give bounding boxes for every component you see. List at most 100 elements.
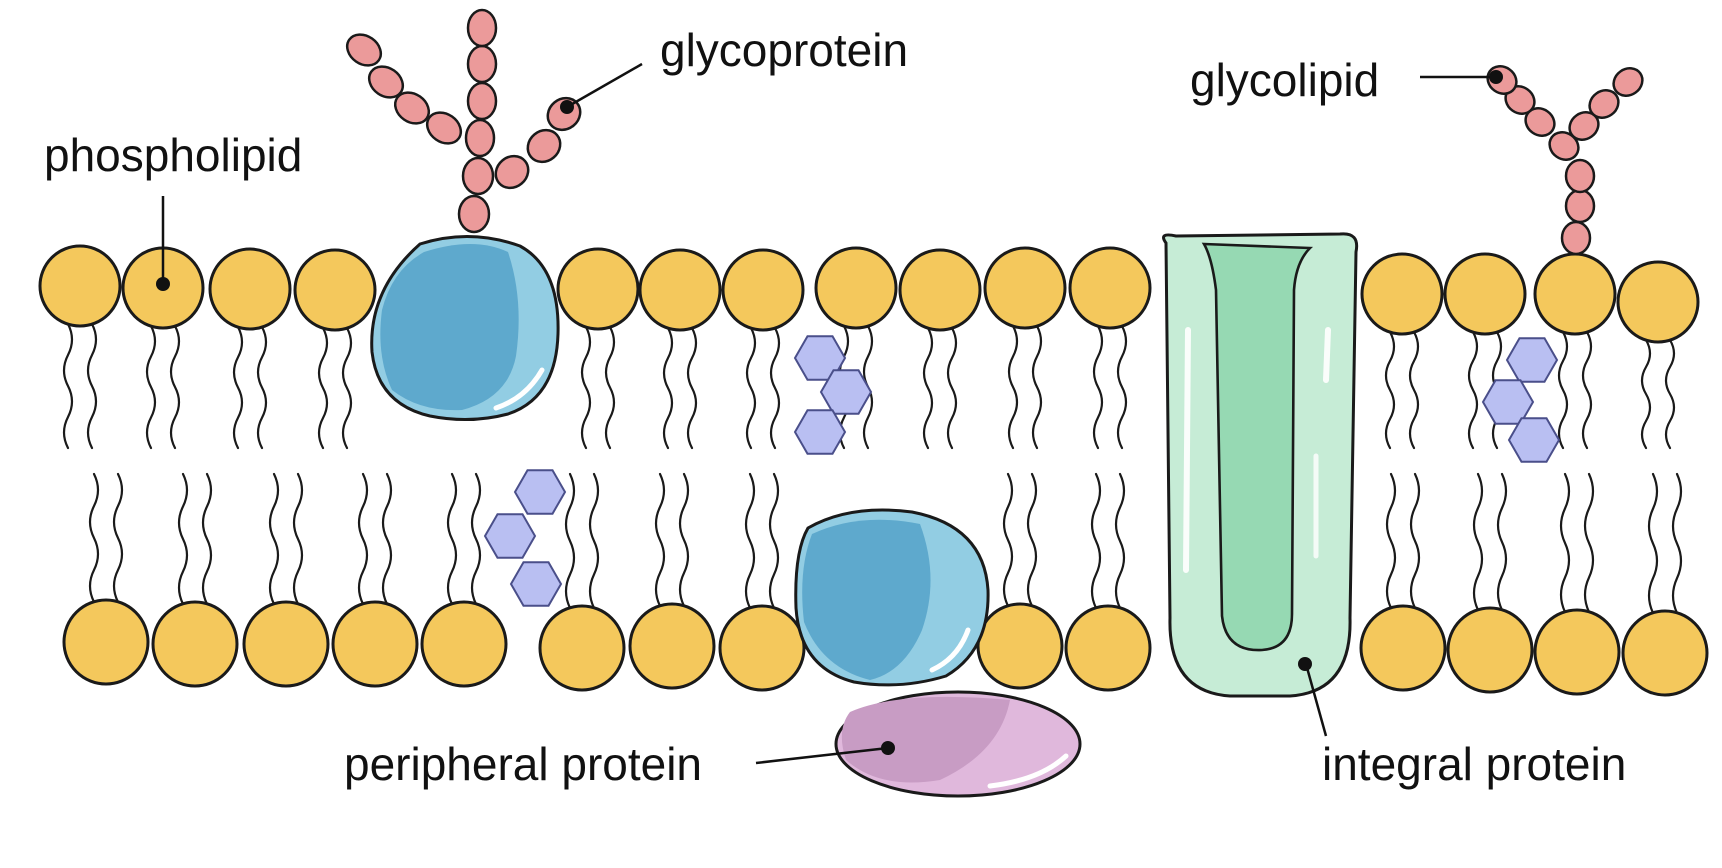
phospholipid-head <box>556 247 640 331</box>
phospholipid-head <box>1443 252 1527 336</box>
cholesterol-ring <box>509 561 563 607</box>
phospholipid-head <box>638 248 722 332</box>
sugar-unit <box>1560 220 1592 256</box>
sugar-unit <box>345 33 383 67</box>
lipid-tail <box>1116 324 1128 450</box>
peripheral-protein <box>834 690 1082 798</box>
lipid-tail <box>580 325 592 450</box>
phospholipid-head <box>293 248 377 332</box>
sugar-unit <box>1588 89 1620 119</box>
sugar-unit <box>1564 158 1596 194</box>
phospholipid-head <box>983 246 1067 330</box>
sugar-unit <box>425 111 463 145</box>
lipid-tail <box>317 326 329 450</box>
cholesterol <box>793 335 873 455</box>
cholesterol-ring <box>1505 337 1559 383</box>
phospholipid-head <box>628 602 716 690</box>
phospholipid-head <box>420 600 508 688</box>
lipid-tail <box>446 472 458 606</box>
sugar-unit <box>466 8 498 48</box>
lipid-tail <box>381 472 393 606</box>
phospholipid-head <box>331 600 419 688</box>
phospholipid-head <box>1446 606 1534 694</box>
cholesterol-ring <box>483 513 537 559</box>
lipid-tail <box>1007 324 1019 450</box>
lipid-tail <box>946 326 958 450</box>
lipid-tail <box>654 472 666 608</box>
lipid-tail <box>145 324 157 450</box>
lipid-tail <box>745 326 757 450</box>
lipid-tail <box>1385 472 1397 610</box>
lipid-tail <box>357 472 369 606</box>
lipid-tail <box>1583 472 1595 614</box>
phospholipid-head <box>1064 604 1152 692</box>
phospholipid-head <box>1533 608 1621 696</box>
phospholipid-head <box>814 246 898 330</box>
lipid-tail <box>169 324 181 450</box>
phospholipid-head <box>538 604 626 692</box>
phospholipid-head <box>1068 246 1152 330</box>
lipid-tail <box>662 326 674 450</box>
lipid-tail <box>1031 324 1043 450</box>
cholesterol-ring <box>793 409 847 455</box>
sugar-unit <box>494 154 530 190</box>
phospholipid-head <box>62 598 150 686</box>
phospholipid-head <box>151 600 239 688</box>
inner-leaflet-heads <box>62 598 1709 697</box>
phospholipid-head <box>1360 252 1444 336</box>
lipid-tail <box>1640 338 1652 450</box>
lipid-tail <box>232 325 244 450</box>
sugar-unit <box>457 194 491 234</box>
lipid-tail <box>604 325 616 450</box>
lipid-tail <box>1384 330 1396 450</box>
sugar-unit <box>464 118 496 158</box>
cholesterol <box>483 469 567 607</box>
lipid-tail <box>88 472 100 604</box>
lipid-tail <box>1408 330 1420 450</box>
phospholipid-head <box>242 600 330 688</box>
phospholipid-head <box>718 604 806 692</box>
leader-dots <box>156 70 1503 755</box>
phospholipid-head <box>208 247 292 331</box>
lipid-tail <box>62 322 74 450</box>
integral-protein-label: integral protein <box>1322 738 1626 790</box>
sugar-unit <box>461 156 495 196</box>
lipid-tail <box>588 472 600 610</box>
lipid-tail <box>1090 472 1102 610</box>
sugar-unit <box>526 128 562 164</box>
lipid-tail <box>292 472 304 606</box>
phospholipid-head <box>1359 604 1447 692</box>
lipid-tail <box>112 472 124 604</box>
sugar-unit <box>466 44 498 84</box>
lipid-tail <box>1002 472 1014 608</box>
sugar-unit <box>1564 188 1596 224</box>
lipid-tail <box>1557 330 1569 450</box>
lipid-tail <box>1409 472 1421 610</box>
phospholipid-head <box>1533 252 1617 336</box>
lipid-tail <box>1496 472 1508 612</box>
cholesterol-ring <box>819 369 873 415</box>
lipid-tail <box>1114 472 1126 610</box>
lipid-tail <box>1559 472 1571 614</box>
lipid-tail <box>1664 338 1676 450</box>
lipid-tails <box>62 322 1683 615</box>
glycolipid-label: glycolipid <box>1190 54 1379 106</box>
lipid-tail <box>769 326 781 450</box>
lipid-tail <box>341 326 353 450</box>
glycoprotein-protein <box>370 234 560 422</box>
lipid-tail <box>1581 330 1593 450</box>
lipid-tail <box>1092 324 1104 450</box>
outer-leaflet-heads <box>38 244 1700 344</box>
lipid-tail <box>268 472 280 606</box>
cholesterol-ring <box>1507 417 1561 463</box>
integral-protein <box>1162 232 1359 698</box>
lipid-tail <box>256 325 268 450</box>
phospholipid-head <box>38 244 122 328</box>
sugar-unit <box>393 91 431 125</box>
sugar-unit <box>367 65 405 99</box>
cholesterol-molecules <box>483 335 1561 607</box>
lipid-tail <box>922 326 934 450</box>
lipid-tail <box>470 472 482 606</box>
lipid-tail <box>177 472 189 606</box>
